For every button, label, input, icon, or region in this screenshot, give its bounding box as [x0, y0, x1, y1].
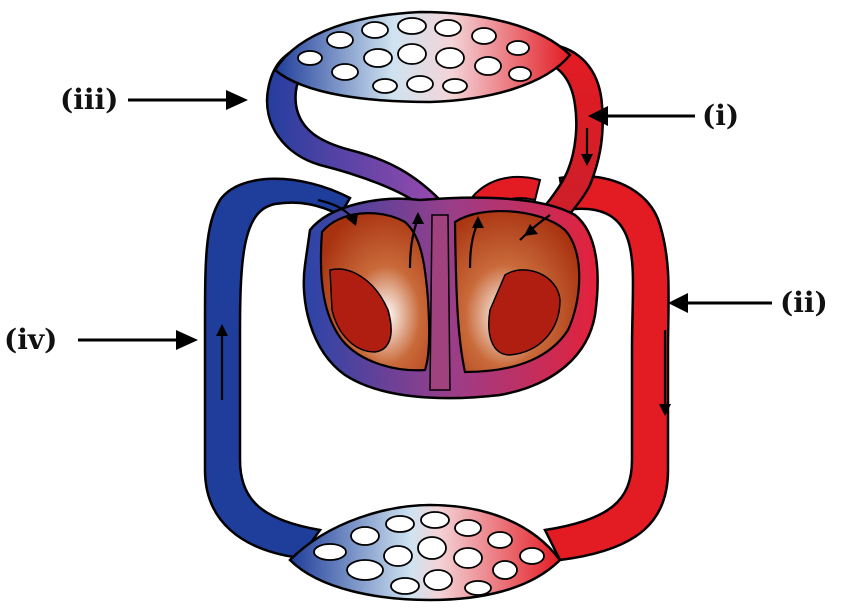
label-iv: (iv)	[4, 326, 57, 354]
label-ii: (ii)	[780, 289, 828, 317]
septum	[430, 215, 450, 390]
label-iii: (iii)	[60, 86, 118, 114]
label-i: (i)	[702, 102, 739, 130]
